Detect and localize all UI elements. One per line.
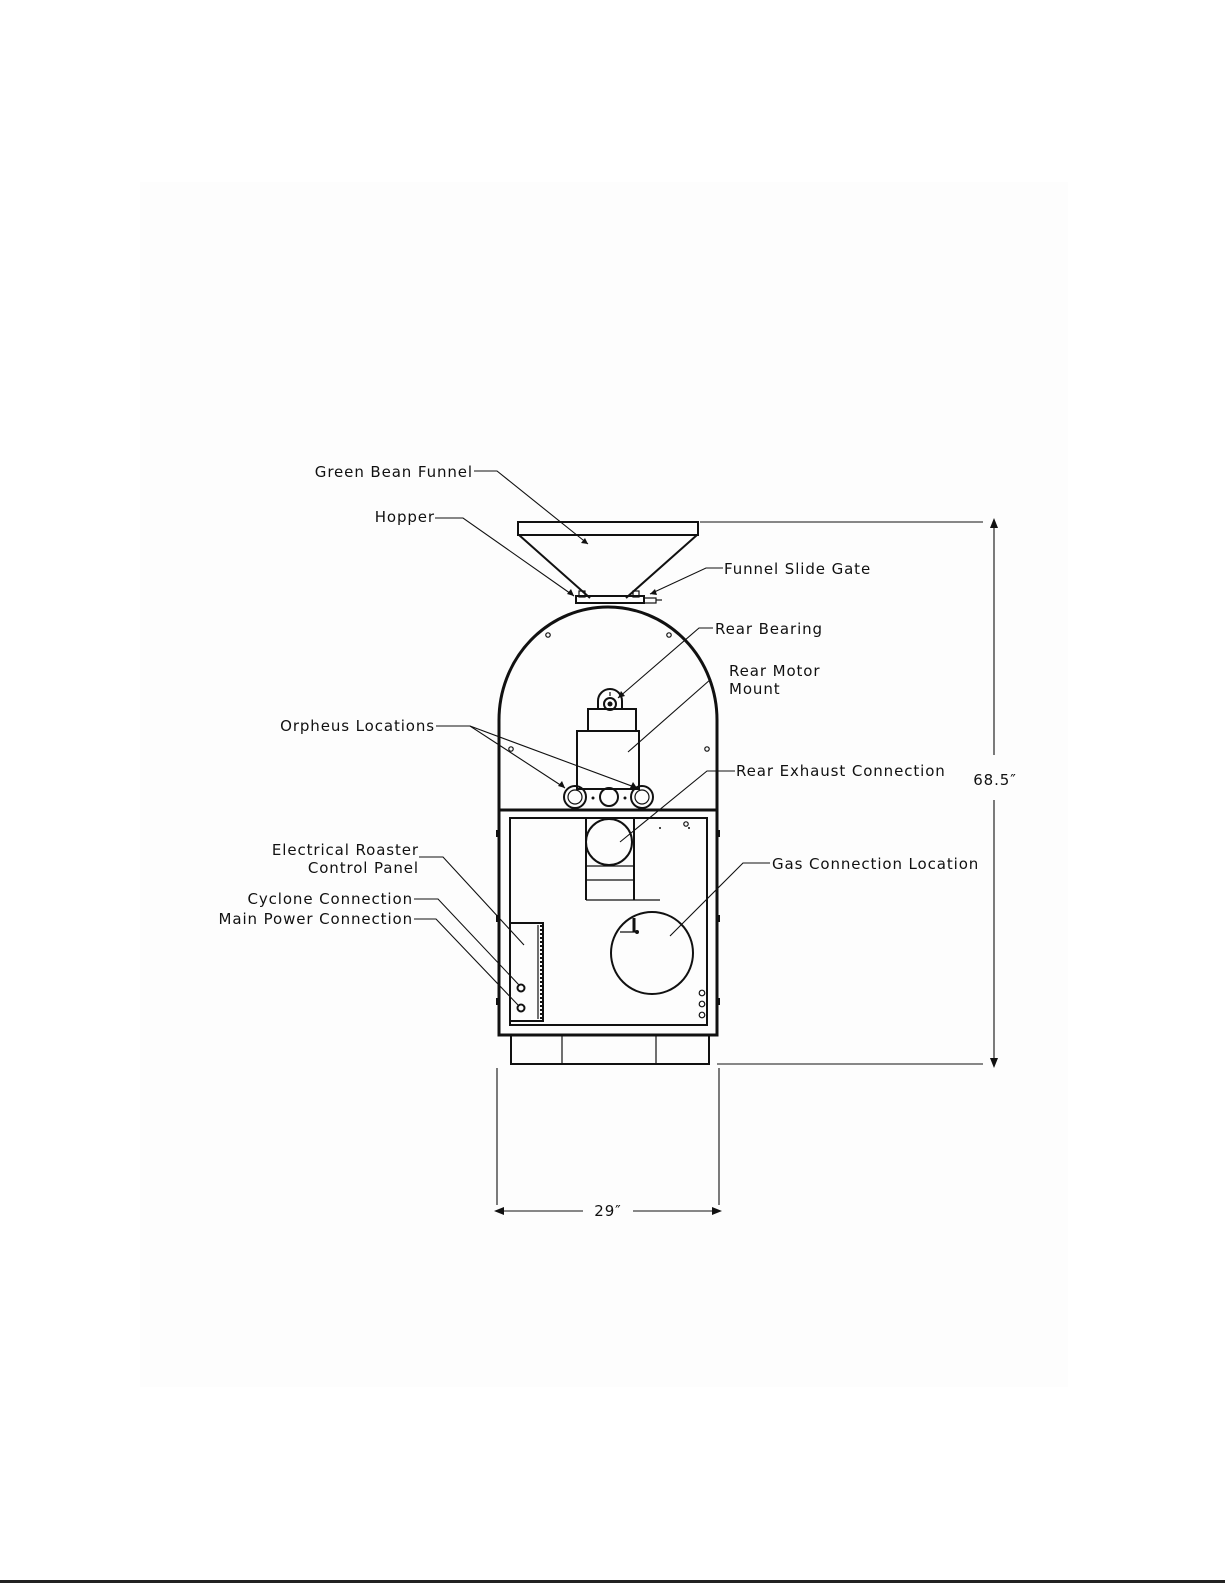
label-rear-motor-mount-line1: Rear Motor <box>729 662 820 680</box>
base-skid <box>511 1035 709 1064</box>
label-rear-exhaust-connection: Rear Exhaust Connection <box>736 762 946 780</box>
funnel-slide-gate <box>644 598 662 603</box>
label-rear-bearing: Rear Bearing <box>715 620 823 638</box>
label-electrical-roaster-line2: Control Panel <box>308 859 419 877</box>
dimension-height-label: 68.5″ <box>973 771 1017 789</box>
rear-motor-mount <box>577 731 639 789</box>
page-bottom-rule <box>0 1580 1225 1583</box>
label-hopper: Hopper <box>375 508 435 526</box>
cyclone-connection <box>518 985 525 992</box>
label-rear-motor-mount-line2: Mount <box>729 680 781 698</box>
label-cyclone-connection: Cyclone Connection <box>247 890 413 908</box>
height-dimension <box>700 518 998 1068</box>
rear-exhaust-connection <box>586 817 690 900</box>
hopper <box>576 591 644 603</box>
electrical-control-panel <box>510 923 543 1021</box>
main-power-connection <box>518 1005 525 1012</box>
width-dimension <box>494 1068 722 1215</box>
dimension-width-label: 29″ <box>594 1202 621 1220</box>
label-green-bean-funnel: Green Bean Funnel <box>315 463 473 481</box>
label-main-power-connection: Main Power Connection <box>219 910 413 928</box>
gas-connection <box>611 912 705 1018</box>
rear-bearing <box>588 689 636 731</box>
label-electrical-roaster-line1: Electrical Roaster <box>272 841 419 859</box>
label-gas-connection-location: Gas Connection Location <box>772 855 979 873</box>
green-bean-funnel <box>518 522 698 598</box>
label-funnel-slide-gate: Funnel Slide Gate <box>724 560 871 578</box>
label-orpheus-locations: Orpheus Locations <box>280 717 435 735</box>
